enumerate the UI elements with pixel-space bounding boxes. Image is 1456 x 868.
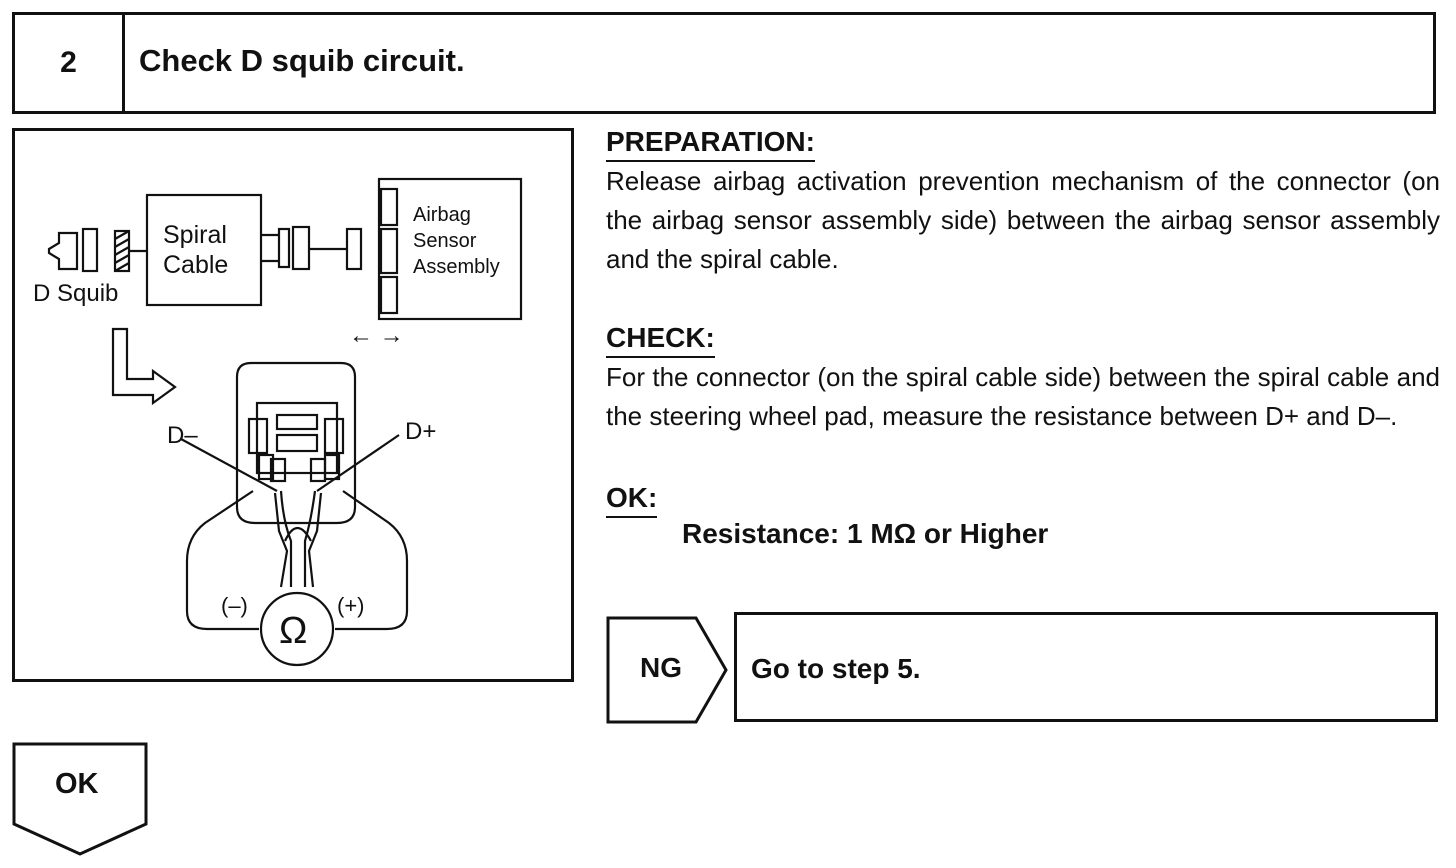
d-squib-connector-icon (47, 231, 79, 271)
sensor-label-line1: Airbag (413, 204, 471, 226)
preparation-heading: PREPARATION: (606, 126, 815, 162)
preparation-text: Release airbag activation prevention mec… (606, 166, 1440, 274)
step-title: Check D squib circuit. (139, 43, 465, 78)
step-number: 2 (15, 15, 125, 111)
d-minus-label: D– (167, 422, 198, 449)
spiral-label-line2: Cable (163, 251, 228, 279)
flow-arrow-icon (111, 327, 177, 406)
ng-arrow-icon (606, 616, 728, 724)
go-to-step-text: Go to step 5. (751, 653, 921, 684)
sensor-label-line3: Assembly (413, 256, 500, 278)
ok-spec-heading: OK: (606, 482, 658, 518)
airbag-sensor-box (377, 177, 523, 321)
d-squib-label: D Squib (33, 280, 118, 307)
ok-arrow-icon (12, 742, 148, 856)
spiral-cable-box (145, 193, 263, 307)
sensor-label-line2: Sensor (413, 230, 477, 252)
ng-result-box: Go to step 5. (734, 612, 1438, 722)
resistance-spec: Resistance: 1 MΩ or Higher (682, 518, 1049, 549)
probe-plus-label: (+) (337, 593, 365, 618)
release-arrows: ← → (349, 322, 404, 349)
ok-label: OK (55, 768, 99, 800)
ohmmeter-icon (259, 591, 335, 667)
squib-plug-icon (81, 227, 99, 273)
connector-icon (235, 361, 357, 525)
d-plus-label: D+ (405, 418, 436, 445)
check-heading: CHECK: (606, 322, 715, 358)
ng-label: NG (640, 652, 682, 683)
check-text: For the connector (on the spiral cable s… (606, 362, 1440, 431)
step-header: 2 Check D squib circuit. (12, 12, 1436, 114)
diagram-drawing: D Squib Spiral Cable Airbag Sensor Assem… (33, 177, 523, 667)
ohm-symbol: Ω (279, 610, 307, 652)
spiral-label-line1: Spiral (163, 221, 227, 249)
wiring-diagram: D Squib Spiral Cable Airbag Sensor Assem… (12, 128, 574, 682)
probe-minus-label: (–) (221, 593, 248, 618)
